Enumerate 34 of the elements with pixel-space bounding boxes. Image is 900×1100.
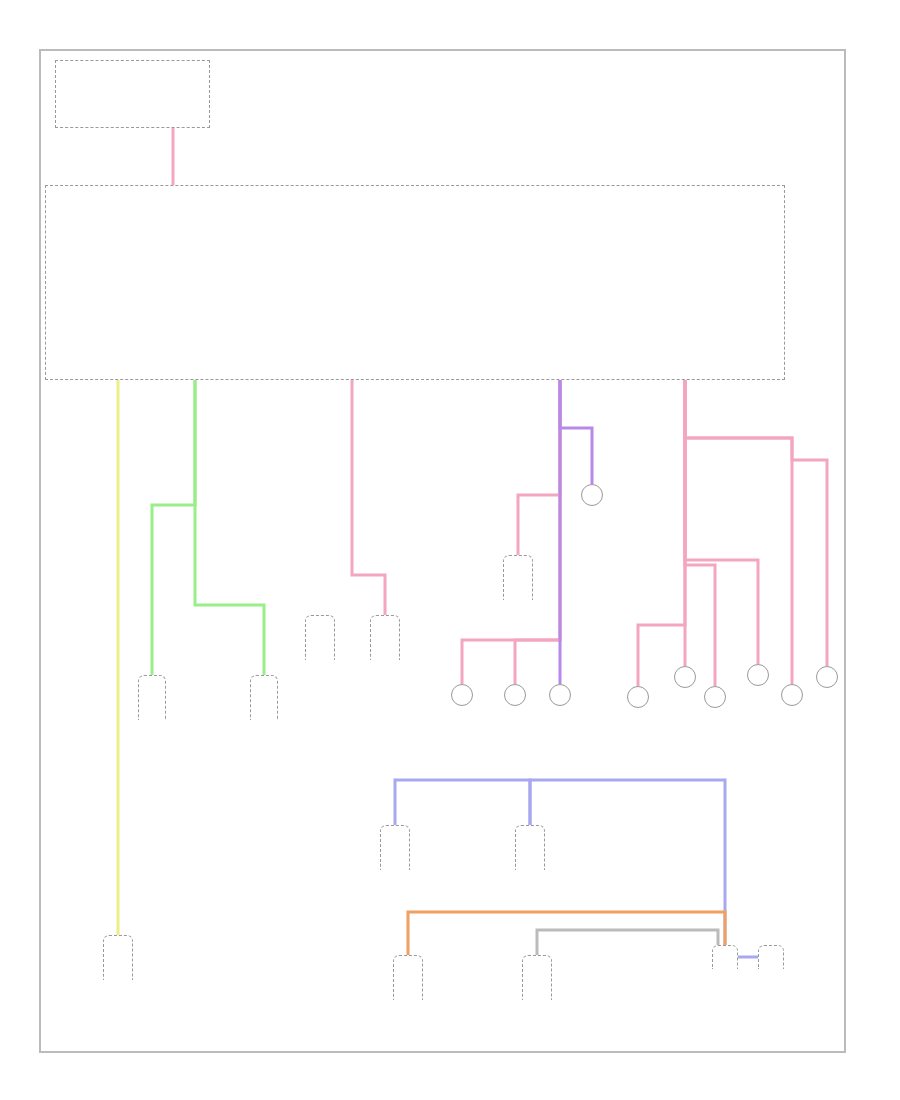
connector-symbol	[712, 945, 738, 969]
lamp-symbol	[627, 686, 649, 708]
wire	[558, 380, 594, 484]
panel-outline	[55, 60, 210, 128]
connector-symbol	[503, 555, 533, 600]
connector-symbol	[515, 825, 545, 870]
wire	[406, 910, 727, 955]
lamp-symbol	[674, 666, 696, 688]
lamp-symbol	[504, 684, 526, 706]
connector-symbol	[522, 955, 552, 1000]
connector-symbol	[370, 615, 400, 660]
connector-symbol	[393, 955, 423, 1000]
wire	[193, 380, 266, 675]
lamp-symbol	[747, 664, 769, 686]
connector-symbol	[380, 825, 410, 870]
lamp-symbol	[781, 684, 803, 706]
connector-symbol	[758, 945, 784, 969]
lamp-symbol	[451, 684, 473, 706]
wire	[393, 778, 532, 825]
connector-symbol	[138, 675, 166, 720]
lamp-symbol	[816, 666, 838, 688]
wire	[683, 380, 829, 666]
lamp-symbol	[549, 684, 571, 706]
panel-outline	[45, 185, 785, 380]
connector-symbol	[103, 935, 133, 980]
wire	[171, 128, 175, 185]
wire	[535, 928, 720, 955]
lamp-symbol	[581, 484, 603, 506]
connector-symbol	[305, 615, 335, 660]
connector-symbol	[250, 675, 278, 720]
wire	[350, 380, 387, 615]
lamp-symbol	[704, 686, 726, 708]
wire	[116, 380, 120, 935]
wire	[738, 955, 758, 959]
